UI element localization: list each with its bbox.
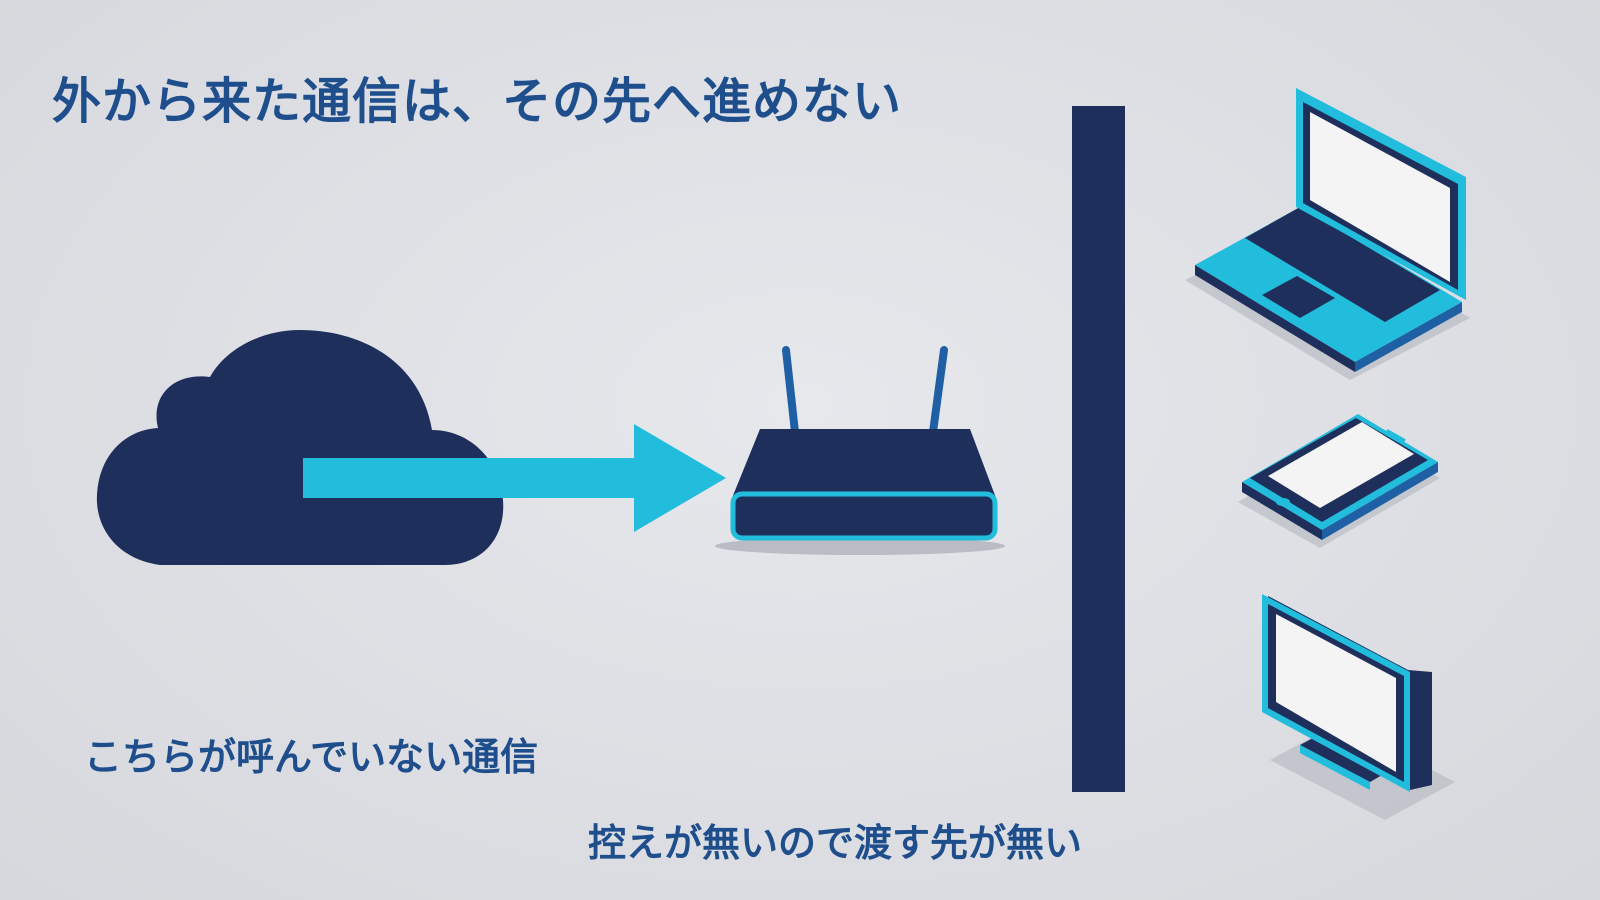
incoming-traffic-label: こちらが呼んでいない通信 [84,735,539,779]
incoming-arrow [303,424,726,532]
router-icon [715,346,1005,555]
cloud-icon [96,330,504,565]
monitor-icon [1262,594,1455,820]
diagram-title: 外から来た通信は、その先へ進めない [52,73,903,130]
smartphone-icon [1238,414,1440,548]
barrier-wall [1072,106,1125,792]
no-destination-label: 控えが無いので渡す先が無い [588,821,1083,865]
laptop-icon [1185,88,1470,380]
